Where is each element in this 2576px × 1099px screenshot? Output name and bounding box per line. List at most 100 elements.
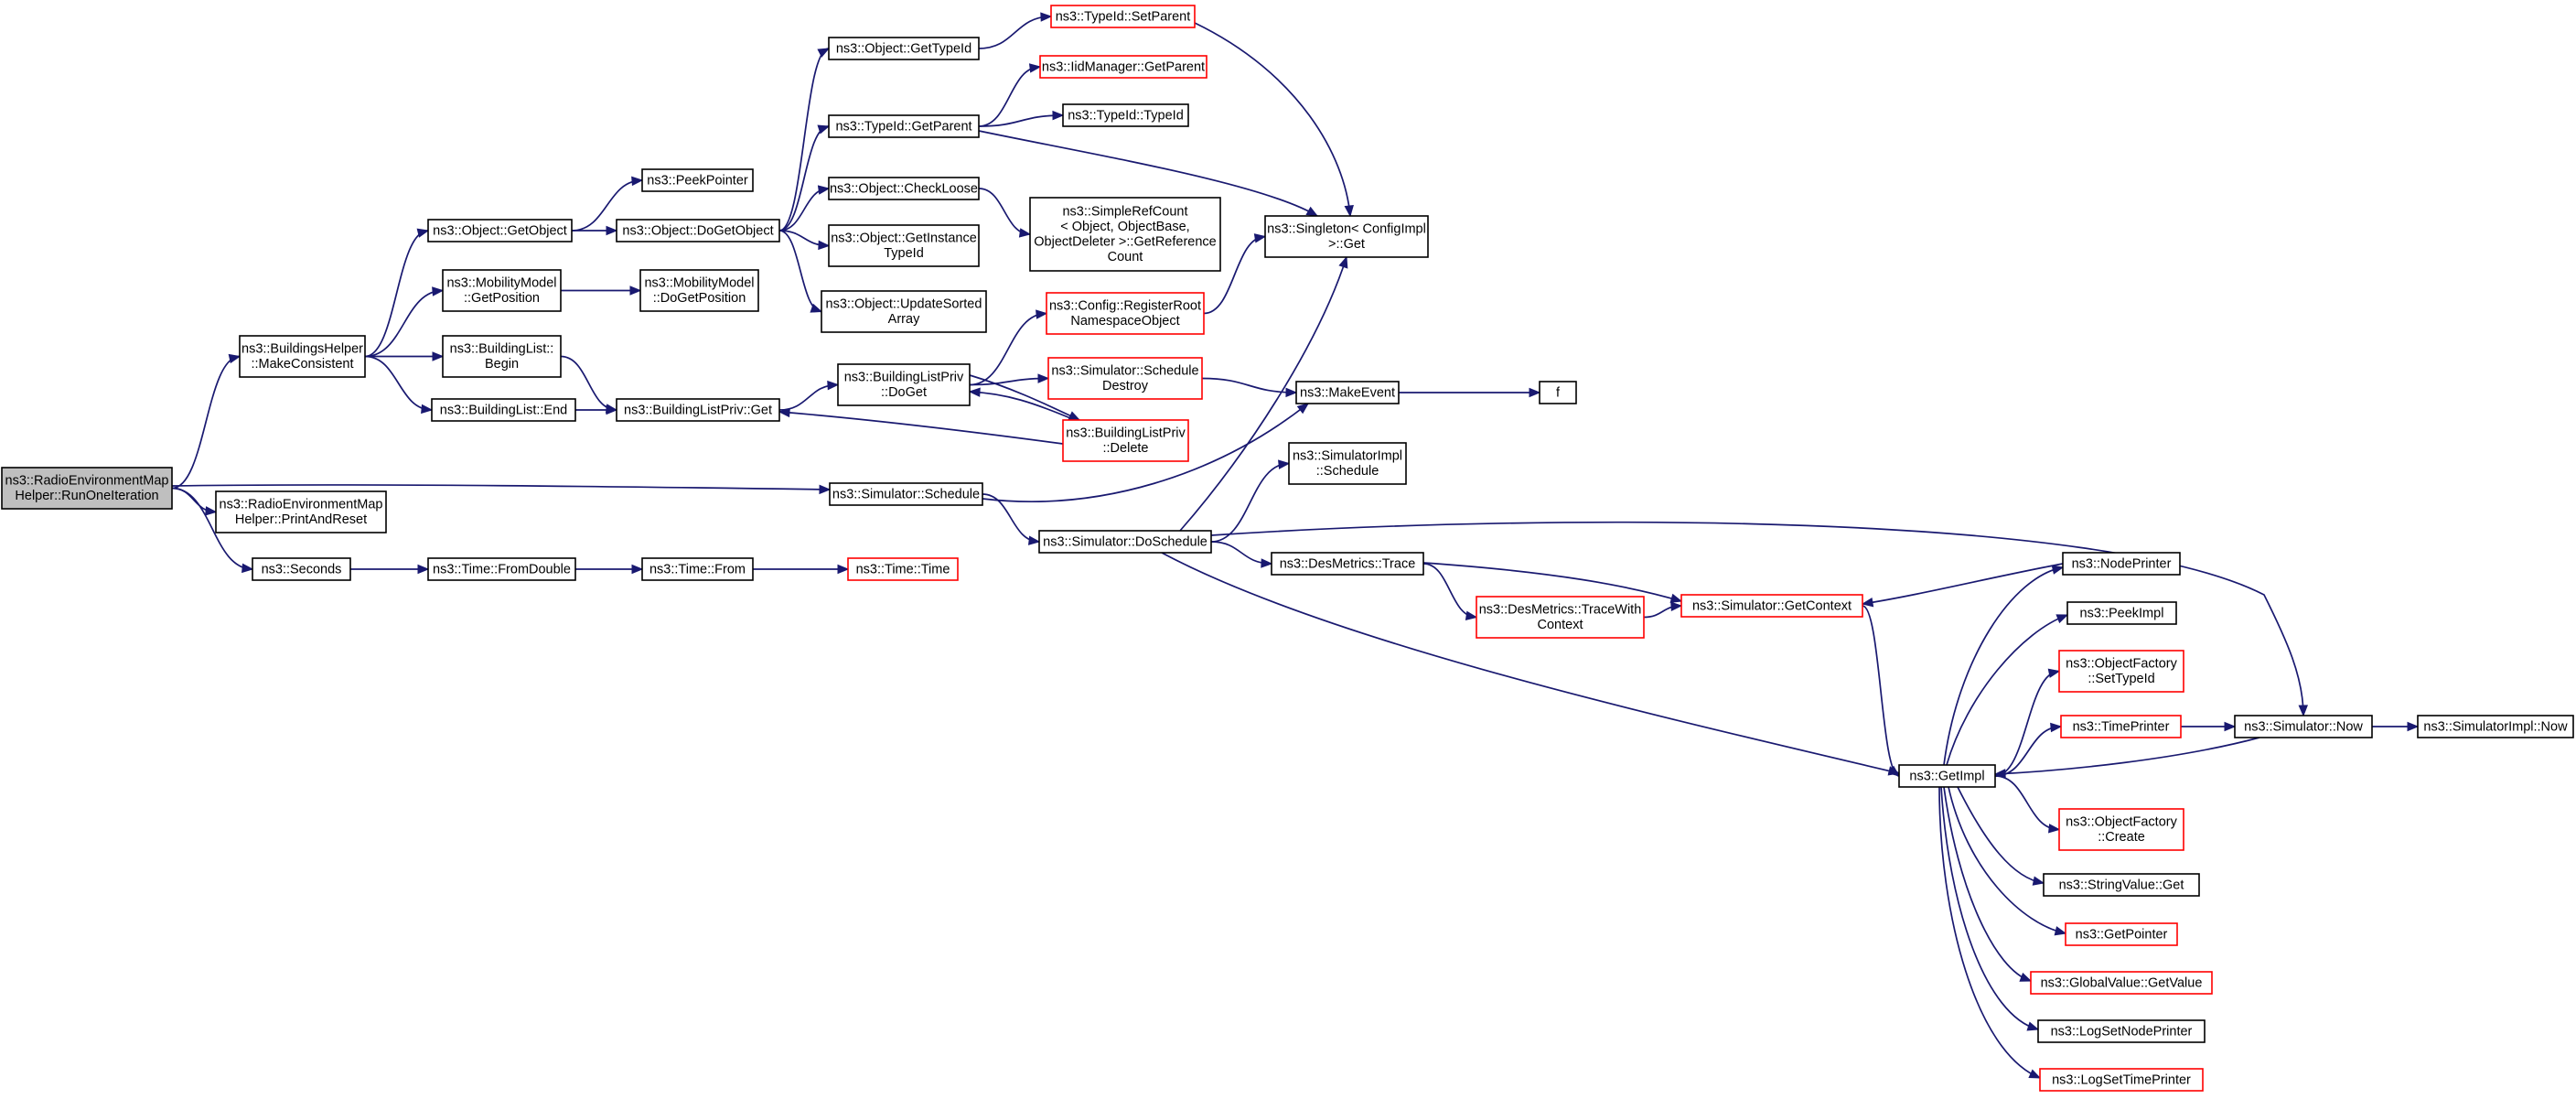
node-root[interactable]: ns3::RadioEnvironmentMapHelper::RunOneIt… (1, 467, 173, 510)
node-label-line: TypeId (884, 246, 924, 261)
node-tid-getparent[interactable]: ns3::TypeId::GetParent (828, 114, 980, 138)
node-simimpl-now[interactable]: ns3::SimulatorImpl::Now (2417, 715, 2574, 738)
node-label-line: ::DoGet (881, 385, 927, 400)
edge-sim-now-to-simimpl-now (2372, 721, 2420, 732)
node-label-line: ns3::Time::Time (856, 562, 950, 576)
edge-obj-dogetobj-to-obj-getinsttid (778, 230, 831, 251)
node-time-time[interactable]: ns3::Time::Time (847, 557, 959, 581)
node-makeevent[interactable]: ns3::MakeEvent (1295, 381, 1400, 404)
arrowhead-icon (421, 404, 434, 415)
node-desm-trace[interactable]: ns3::DesMetrics::Trace (1271, 552, 1424, 576)
edge-line (982, 403, 1309, 502)
node-mm-getpos[interactable]: ns3::MobilityModel::GetPosition (442, 269, 562, 312)
arrowhead-icon (778, 407, 790, 418)
edge-line (1210, 521, 2304, 717)
node-box (442, 335, 562, 378)
node-obj-getobj[interactable]: ns3::Object::GetObject (427, 219, 573, 242)
node-bl-begin[interactable]: ns3::BuildingList::Begin (442, 335, 562, 378)
edge-root-to-sim-sched (171, 484, 832, 495)
node-sv-get[interactable]: ns3::StringValue::Get (2043, 873, 2200, 897)
node-tid-setparent[interactable]: ns3::TypeId::SetParent (1050, 5, 1196, 28)
arrowhead-icon (2051, 565, 2065, 575)
node-nodeprinter[interactable]: ns3::NodePrinter (2062, 552, 2181, 576)
node-label-line: f (1556, 385, 1561, 400)
node-box (847, 557, 959, 581)
arrowhead-icon (1305, 206, 1319, 217)
edge-line (171, 484, 831, 490)
arrowhead-icon (1529, 387, 1541, 398)
edge-root-to-bh-mc (171, 353, 242, 490)
node-of-settid[interactable]: ns3::ObjectFactory::SetTypeId (2058, 650, 2184, 693)
node-bh-mc[interactable]: ns3::BuildingsHelper::MakeConsistent (239, 335, 366, 378)
node-label-line: ::Schedule (1316, 464, 1379, 479)
node-box (2066, 601, 2177, 625)
edge-line (1201, 377, 1297, 393)
edge-line (969, 391, 1076, 421)
node-mm-dogetpos[interactable]: ns3::MobilityModel::DoGetPosition (639, 269, 759, 312)
node-peekimpl[interactable]: ns3::PeekImpl (2066, 601, 2177, 625)
node-label-line: ns3::DesMetrics::Trace (1280, 556, 1416, 571)
node-label-line: ::MakeConsistent (251, 357, 353, 372)
arrowhead-icon (2407, 721, 2420, 732)
edge-line (1179, 256, 1347, 532)
node-getpointer[interactable]: ns3::GetPointer (2065, 922, 2178, 946)
edge-line (171, 355, 241, 490)
edge-blp-delete-to-blp-doget (968, 387, 1076, 421)
node-srefcount[interactable]: ns3::SimpleRefCount< Object, ObjectBase,… (1029, 197, 1221, 272)
node-label-line: ::Delete (1103, 441, 1149, 456)
node-tid-typeid[interactable]: ns3::TypeId::TypeId (1062, 103, 1189, 127)
node-time-from[interactable]: ns3::Time::From (641, 557, 754, 581)
node-label-line: NamespaceObject (1070, 314, 1179, 329)
node-label-line: ns3::PeekImpl (2080, 606, 2164, 620)
node-timeprinter[interactable]: ns3::TimePrinter (2060, 715, 2182, 738)
edge-line (978, 130, 1318, 217)
edge-obj-dogetobj-to-obj-updsorted (778, 230, 823, 313)
node-sim-doschedule[interactable]: ns3::Simulator::DoSchedule (1038, 530, 1212, 554)
node-f[interactable]: f (1539, 381, 1577, 404)
node-box (431, 398, 576, 422)
node-sim-getctx[interactable]: ns3::Simulator::GetContext (1680, 594, 1863, 618)
node-sim-sched[interactable]: ns3::Simulator::Schedule (829, 482, 983, 506)
edge-time-fromdouble-to-time-from (575, 564, 644, 575)
node-obj-gettypeid[interactable]: ns3::Object::GetTypeId (828, 37, 980, 60)
node-label-line: ::Create (2098, 830, 2145, 845)
node-label-line: Helper::PrintAndReset (235, 512, 367, 527)
arrowhead-icon (417, 564, 430, 575)
node-iidm-getparent[interactable]: ns3::IidManager::GetParent (1039, 55, 1208, 79)
node-label-line: Count (1108, 250, 1143, 264)
node-box (427, 557, 576, 581)
node-box (828, 114, 980, 138)
node-blp-doget[interactable]: ns3::BuildingListPriv::DoGet (837, 363, 971, 406)
arrowhead-icon (606, 404, 618, 415)
node-box (1295, 381, 1400, 404)
edge-obj-dogetobj-to-obj-checkloose (778, 185, 831, 232)
node-of-create[interactable]: ns3::ObjectFactory::Create (2058, 808, 2184, 851)
node-peekptr[interactable]: ns3::PeekPointer (641, 168, 754, 192)
node-logsettime[interactable]: ns3::LogSetTimePrinter (2039, 1068, 2204, 1092)
node-rem-par[interactable]: ns3::RadioEnvironmentMapHelper::PrintAnd… (215, 490, 387, 533)
edge-obj-gettypeid-to-tid-setparent (978, 12, 1053, 49)
node-seconds[interactable]: ns3::Seconds (252, 557, 351, 581)
node-box (828, 177, 980, 200)
node-singleton-get[interactable]: ns3::Singleton< ConfigImpl >::Get (1264, 215, 1429, 258)
node-simimpl-sched[interactable]: ns3::SimulatorImpl::Schedule (1288, 442, 1407, 485)
node-bl-end[interactable]: ns3::BuildingList::End (431, 398, 576, 422)
node-getimpl[interactable]: ns3::GetImpl (1898, 764, 1996, 788)
node-obj-dogetobj[interactable]: ns3::Object::DoGetObject (616, 219, 780, 242)
node-logsetnode[interactable]: ns3::LogSetNodePrinter (2037, 1019, 2206, 1043)
edge-line (1938, 786, 2041, 1079)
node-blp-get[interactable]: ns3::BuildingListPriv::Get (616, 398, 780, 422)
node-label-line: ns3::RadioEnvironmentMap (5, 474, 169, 489)
node-blp-delete[interactable]: ns3::BuildingListPriv::Delete (1062, 419, 1189, 462)
node-label-line: ns3::IidManager::GetParent (1042, 59, 1205, 74)
node-sim-now[interactable]: ns3::Simulator::Now (2234, 715, 2373, 738)
node-box (616, 398, 780, 422)
node-time-fromdouble[interactable]: ns3::Time::FromDouble (427, 557, 576, 581)
node-obj-checkloose[interactable]: ns3::Object::CheckLoose (828, 177, 980, 200)
node-gv-getvalue[interactable]: ns3::GlobalValue::GetValue (2030, 971, 2213, 995)
